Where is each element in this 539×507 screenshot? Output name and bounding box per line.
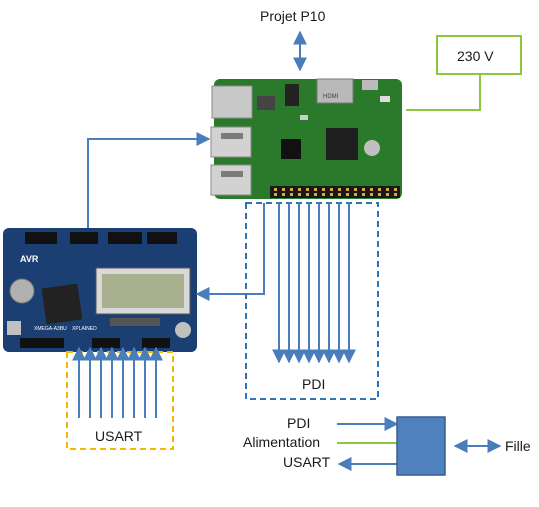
legend-usart-label: USART [283, 454, 331, 470]
usart-arrows [72, 346, 163, 418]
legend-alimentation-label: Alimentation [243, 434, 320, 450]
xplained-logo-marking: AVR [20, 254, 39, 264]
power-line [404, 74, 481, 111]
xmega-xplained-board-image: AVR XMEGA-A3BU XPLAINED [3, 228, 197, 352]
pdi-arrows [272, 203, 356, 364]
legend-pdi-label: PDI [287, 415, 310, 431]
usart-bus-label: USART [95, 428, 143, 444]
project-label: Projet P10 [260, 8, 326, 24]
pdi-bus-group [245, 202, 379, 400]
xplained-to-rpi-arrow [87, 132, 211, 228]
xplained-suffix-marking: XPLAINED [72, 326, 97, 332]
power-label: 230 V [457, 48, 494, 64]
rpi-hdmi-marking: HDMI [323, 94, 339, 100]
power-box: 230 V [436, 35, 522, 75]
xplained-name-marking: XMEGA-A3BU [34, 326, 67, 332]
fille-box [396, 416, 446, 476]
raspberry-pi-board-image: HDMI [209, 76, 406, 203]
rpi-to-xplained-arrow [195, 203, 265, 301]
pdi-bus-label: PDI [302, 376, 325, 392]
fille-label: Fille [505, 438, 531, 454]
